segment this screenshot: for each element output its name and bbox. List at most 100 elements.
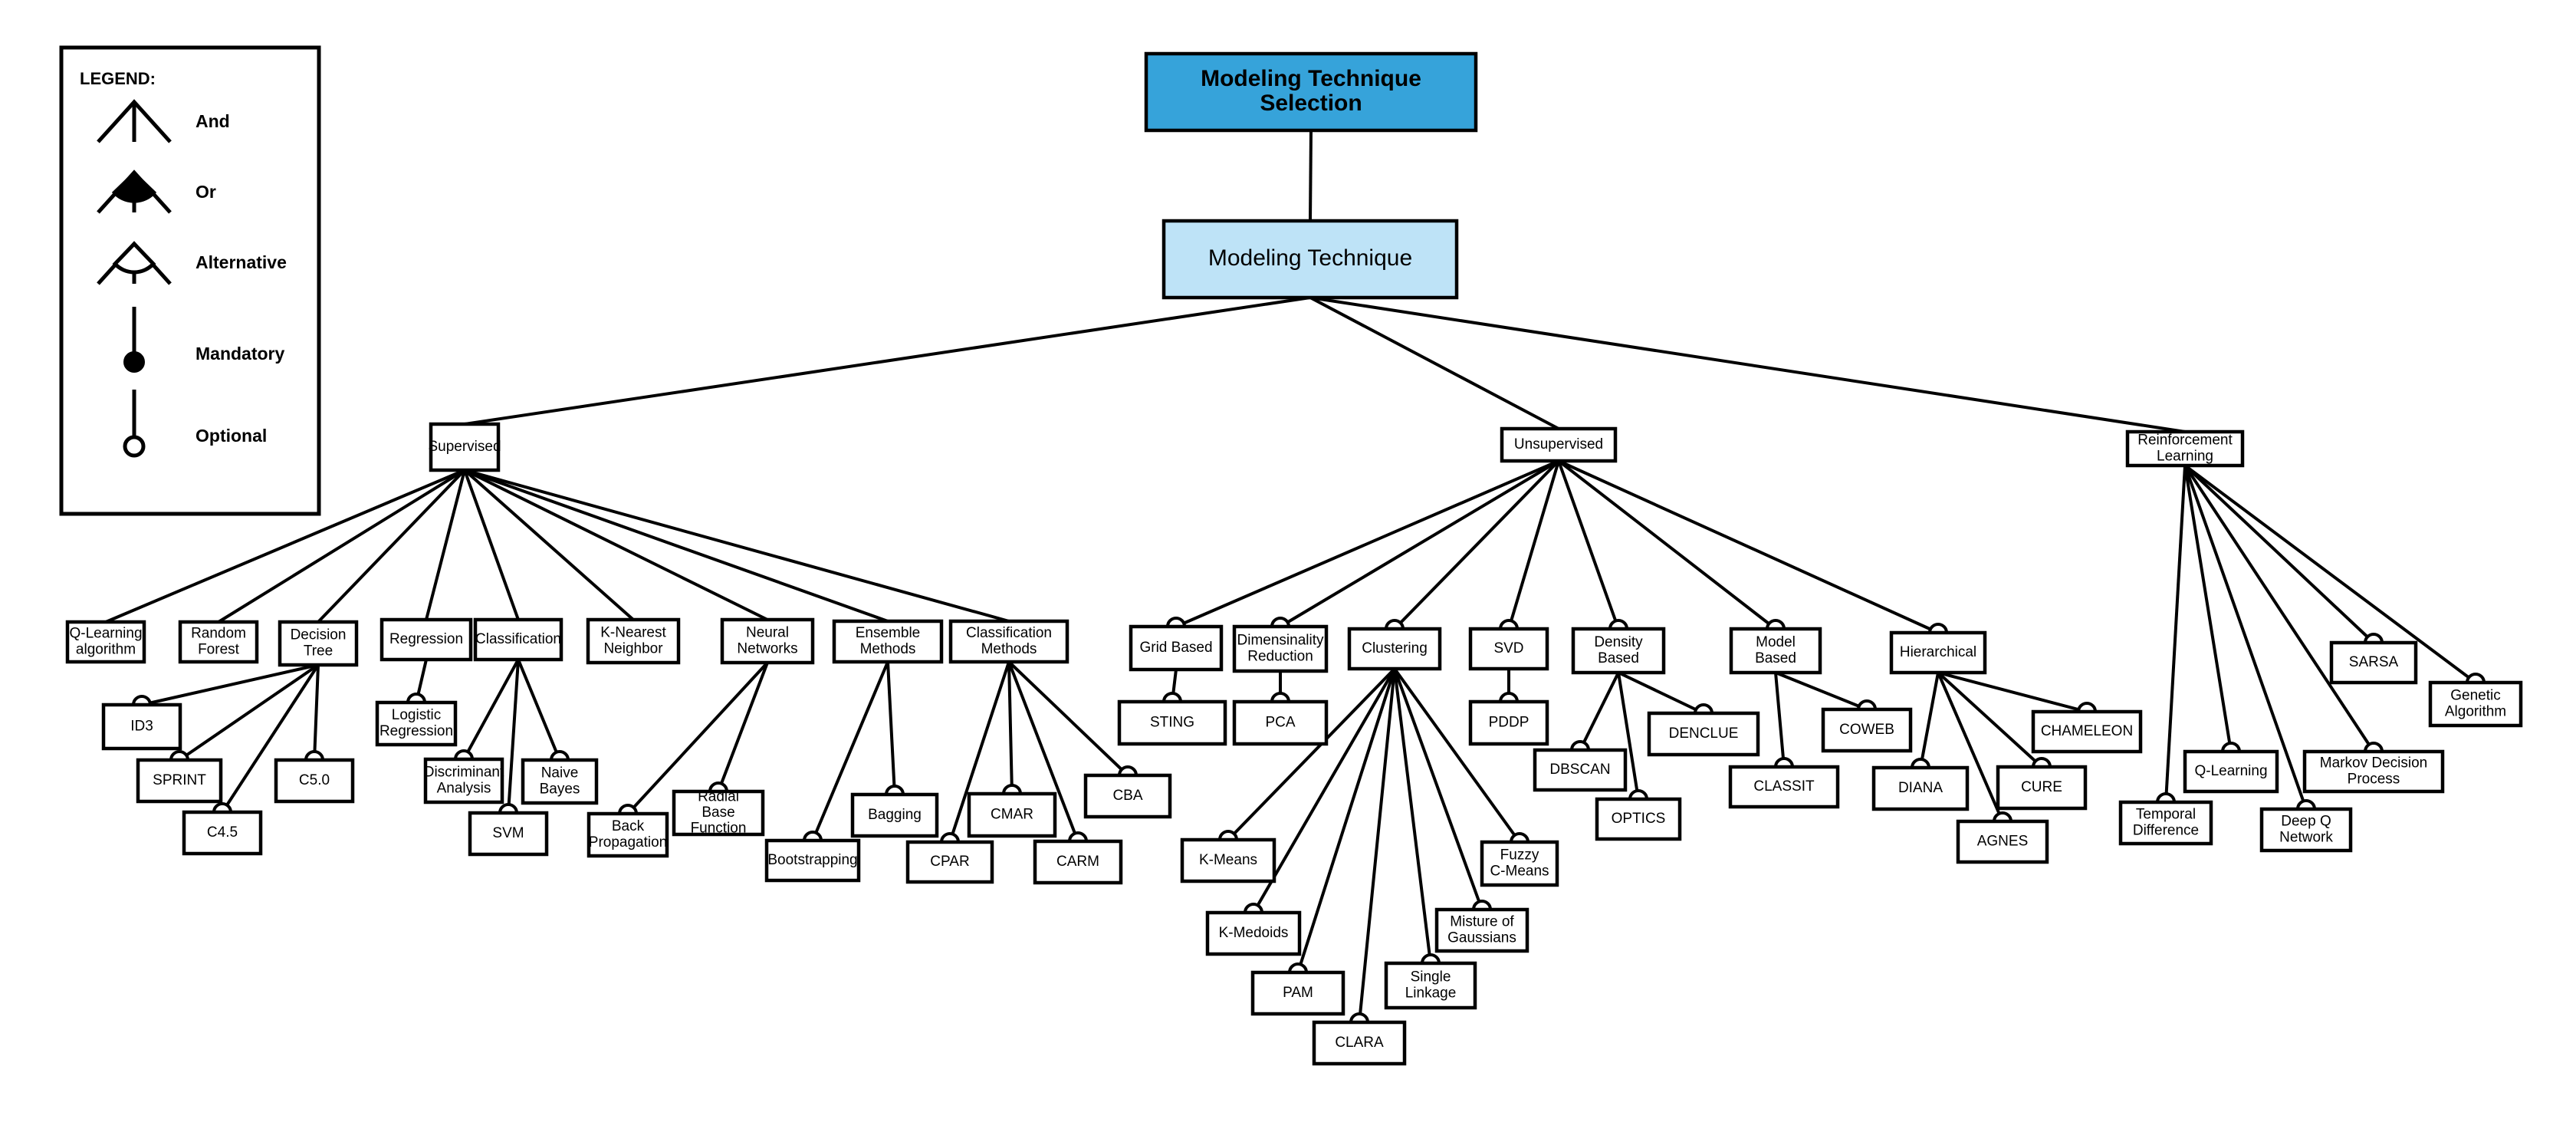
node-box[interactable] (1250, 970, 1346, 1016)
node-denclue[interactable]: DENCLUE (1647, 711, 1760, 757)
node-pddp[interactable]: PDDP (1468, 699, 1549, 746)
node-bagging[interactable]: Bagging (850, 792, 939, 838)
node-classification[interactable]: Classification (473, 617, 564, 662)
node-box[interactable] (1871, 765, 1970, 811)
node-box[interactable] (2428, 680, 2523, 728)
node-chameleon[interactable]: CHAMELEON (2031, 709, 2143, 754)
node-box[interactable] (1117, 699, 1227, 746)
node-box[interactable] (764, 838, 861, 883)
node-box[interactable] (1728, 765, 1840, 809)
node-diana[interactable]: DIANA (1871, 765, 1970, 811)
node-grid-based[interactable]: Grid Based (1129, 624, 1224, 672)
node-box[interactable] (1571, 627, 1666, 675)
node-box[interactable] (2259, 807, 2353, 853)
node-box[interactable] (1889, 630, 1987, 675)
node-carm[interactable]: CARM (1033, 839, 1123, 885)
node-k-means[interactable]: K-Means (1180, 837, 1276, 883)
node-id3[interactable]: ID3 (101, 702, 182, 751)
node-box[interactable] (1347, 627, 1442, 671)
node-bootstrapping[interactable]: Bootstrapping (764, 838, 861, 883)
node-box[interactable] (1533, 748, 1628, 792)
node-box[interactable] (1083, 773, 1172, 819)
node-box[interactable] (832, 619, 944, 664)
node-box[interactable] (1312, 1020, 1407, 1066)
node-box[interactable] (1996, 765, 2088, 811)
node-box[interactable] (380, 617, 473, 662)
node-box[interactable] (586, 811, 669, 858)
node-clustering[interactable]: Clustering (1347, 627, 1442, 671)
node-box[interactable] (1468, 627, 1549, 671)
node-box[interactable] (1205, 910, 1302, 956)
node-box[interactable] (473, 617, 564, 662)
node-box[interactable] (1180, 837, 1276, 883)
node-box[interactable] (1468, 699, 1549, 746)
node-box[interactable] (1129, 624, 1224, 672)
node-sprint[interactable]: SPRINT (136, 758, 223, 804)
node-sarsa[interactable]: SARSA (2329, 640, 2418, 685)
node-box[interactable] (2183, 749, 2279, 794)
node-box[interactable] (1821, 707, 1913, 753)
node-dbscan[interactable]: DBSCAN (1533, 748, 1628, 792)
node-box[interactable] (1033, 839, 1123, 885)
node-unsupervised[interactable]: Unsupervised (1500, 426, 1618, 463)
node-box[interactable] (1232, 624, 1329, 673)
node-regression[interactable]: Regression (380, 617, 473, 662)
node-box[interactable] (423, 757, 504, 804)
node-box[interactable] (948, 619, 1070, 664)
node-box[interactable] (1729, 627, 1822, 675)
node-box[interactable] (1595, 797, 1682, 841)
node-q-learning[interactable]: Q-Learning (2183, 749, 2279, 794)
node-cba[interactable]: CBA (1083, 773, 1172, 819)
node-box[interactable] (1162, 219, 1459, 300)
node-subroot[interactable]: Modeling Technique (1162, 219, 1459, 300)
node-agnes[interactable]: AGNES (1956, 819, 2049, 864)
node-svd[interactable]: SVD (1468, 627, 1549, 671)
node-optics[interactable]: OPTICS (1595, 797, 1682, 841)
node-box[interactable] (1144, 51, 1478, 133)
node-box[interactable] (375, 700, 458, 747)
node-c50[interactable]: C5.0 (274, 758, 355, 804)
node-box[interactable] (182, 810, 263, 856)
node-supervised[interactable]: Supervised (428, 422, 501, 472)
node-box[interactable] (136, 758, 223, 804)
node-box[interactable] (1434, 907, 1530, 953)
node-box[interactable] (2118, 800, 2213, 846)
node-hierarchical[interactable]: Hierarchical (1889, 630, 1987, 675)
node-box[interactable] (850, 792, 939, 838)
node-box[interactable] (1647, 711, 1760, 757)
node-box[interactable] (720, 617, 815, 665)
node-k-medoids[interactable]: K-Medoids (1205, 910, 1302, 956)
node-pca[interactable]: PCA (1232, 699, 1329, 746)
node-box[interactable] (178, 620, 259, 664)
node-box[interactable] (672, 789, 765, 837)
node-box[interactable] (65, 620, 146, 664)
node-c45[interactable]: C4.5 (182, 810, 263, 856)
node-box[interactable] (967, 791, 1057, 838)
node-svm[interactable]: SVM (468, 811, 549, 857)
node-clara[interactable]: CLARA (1312, 1020, 1407, 1066)
node-box[interactable] (1232, 699, 1329, 746)
node-box[interactable] (586, 617, 681, 665)
node-box[interactable] (1480, 840, 1559, 887)
node-box[interactable] (2302, 749, 2445, 794)
